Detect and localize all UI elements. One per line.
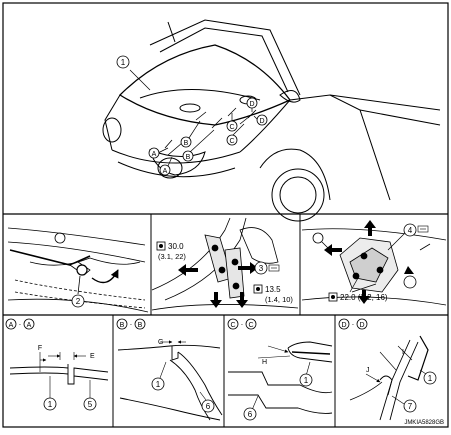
marker-d-2: D bbox=[256, 114, 268, 126]
svg-text:A: A bbox=[163, 168, 168, 175]
outer-frame bbox=[2, 2, 449, 428]
svg-text:1: 1 bbox=[428, 374, 433, 383]
svg-text:D: D bbox=[341, 322, 346, 329]
svg-text:·: · bbox=[352, 320, 355, 329]
svg-text:C: C bbox=[230, 322, 235, 329]
callout-3: 3 bbox=[254, 261, 280, 275]
torque-spec-3: 22.0 (2.2, 16) bbox=[328, 277, 388, 302]
svg-text:(1.4, 10): (1.4, 10) bbox=[265, 295, 293, 304]
hinge-arrows bbox=[178, 262, 258, 308]
svg-text:D: D bbox=[249, 101, 254, 108]
section-cc-drawing bbox=[228, 341, 333, 414]
dim-label-i: I bbox=[402, 349, 404, 356]
dim-label-f: F bbox=[38, 345, 42, 352]
figure-id: JMKIA5828GB bbox=[404, 420, 444, 426]
dim-label-j: J bbox=[366, 367, 370, 374]
svg-text:B: B bbox=[120, 322, 125, 329]
dim-label-e: E bbox=[90, 353, 95, 360]
callout-5: 5 bbox=[83, 397, 97, 411]
callout-1-aa: 1 bbox=[43, 397, 57, 411]
callout-1-dd: 1 bbox=[423, 371, 437, 385]
svg-text:A: A bbox=[9, 322, 14, 329]
callout-1-top: 1 bbox=[116, 55, 130, 69]
svg-text:A: A bbox=[27, 322, 32, 329]
svg-text:D: D bbox=[259, 118, 264, 125]
svg-text:13.5: 13.5 bbox=[265, 285, 281, 294]
svg-text:D: D bbox=[359, 322, 364, 329]
svg-text:4: 4 bbox=[408, 226, 413, 235]
callout-1-cc: 1 bbox=[299, 373, 313, 387]
svg-text:B: B bbox=[186, 154, 191, 161]
svg-text:(3.1, 22): (3.1, 22) bbox=[158, 252, 186, 261]
torque-spec-1: 30.0 (3.1, 22) bbox=[156, 241, 186, 261]
marker-b-2: B bbox=[182, 150, 194, 162]
vehicle-illustration bbox=[102, 19, 441, 222]
marker-a-1: A bbox=[148, 147, 160, 159]
arrow-right-1 bbox=[238, 262, 258, 274]
svg-text:C: C bbox=[229, 138, 234, 145]
section-header-aa: A · A bbox=[5, 318, 35, 330]
marker-c-2: C bbox=[226, 134, 238, 146]
section-aa-drawing bbox=[9, 352, 109, 398]
callout-7: 7 bbox=[403, 399, 417, 413]
svg-text:30.0: 30.0 bbox=[168, 242, 184, 251]
svg-text:·: · bbox=[130, 320, 133, 329]
measure-marks bbox=[164, 107, 257, 156]
svg-text:1: 1 bbox=[304, 376, 309, 385]
marker-b-1: B bbox=[180, 136, 192, 148]
arrow-down-2 bbox=[236, 292, 248, 308]
svg-text:C: C bbox=[248, 322, 253, 329]
section-header-dd: D · D bbox=[338, 318, 368, 330]
svg-text:22.0 (2.2, 16): 22.0 (2.2, 16) bbox=[340, 293, 388, 302]
svg-text:·: · bbox=[19, 320, 22, 329]
svg-text:1: 1 bbox=[121, 58, 126, 67]
svg-text:6: 6 bbox=[248, 410, 253, 419]
svg-text:·: · bbox=[241, 320, 244, 329]
svg-text:B: B bbox=[184, 140, 189, 147]
panel-hood-lock bbox=[301, 228, 447, 306]
section-leaders bbox=[129, 69, 260, 167]
svg-text:B: B bbox=[138, 322, 143, 329]
svg-text:1: 1 bbox=[48, 400, 53, 409]
callout-1-bb: 1 bbox=[151, 377, 165, 391]
callout-2: 2 bbox=[71, 294, 85, 308]
section-header-bb: B · B bbox=[116, 318, 146, 330]
section-bb-drawing bbox=[117, 340, 223, 421]
marker-d-1: D bbox=[246, 97, 258, 109]
arrow-right-2 bbox=[396, 266, 414, 274]
svg-text:7: 7 bbox=[408, 402, 413, 411]
svg-text:2: 2 bbox=[76, 297, 81, 306]
svg-text:3: 3 bbox=[259, 264, 264, 273]
dim-label-g: G bbox=[158, 339, 163, 346]
arrow-up-1 bbox=[364, 220, 376, 236]
arrow-left-2 bbox=[324, 244, 342, 256]
svg-text:6: 6 bbox=[206, 402, 211, 411]
lock-arrows bbox=[324, 220, 414, 304]
torque-spec-2: 13.5 (1.4, 10) bbox=[253, 284, 293, 304]
callout-6-cc: 6 bbox=[243, 407, 257, 421]
marker-c-1: C bbox=[226, 120, 238, 132]
marker-a-2: A bbox=[159, 164, 171, 176]
dim-label-h: H bbox=[262, 359, 267, 366]
section-dd-drawing bbox=[349, 335, 429, 421]
svg-text:C: C bbox=[229, 124, 234, 131]
svg-text:A: A bbox=[152, 151, 157, 158]
arrow-left-1 bbox=[178, 264, 198, 276]
svg-text:5: 5 bbox=[88, 400, 93, 409]
arrow-down-1 bbox=[210, 292, 222, 308]
arrow-down-3 bbox=[358, 290, 370, 304]
section-header-cc: C · C bbox=[227, 318, 257, 330]
svg-text:1: 1 bbox=[156, 380, 161, 389]
callout-6-bb: 6 bbox=[201, 399, 215, 413]
callout-4: 4 bbox=[387, 223, 429, 251]
